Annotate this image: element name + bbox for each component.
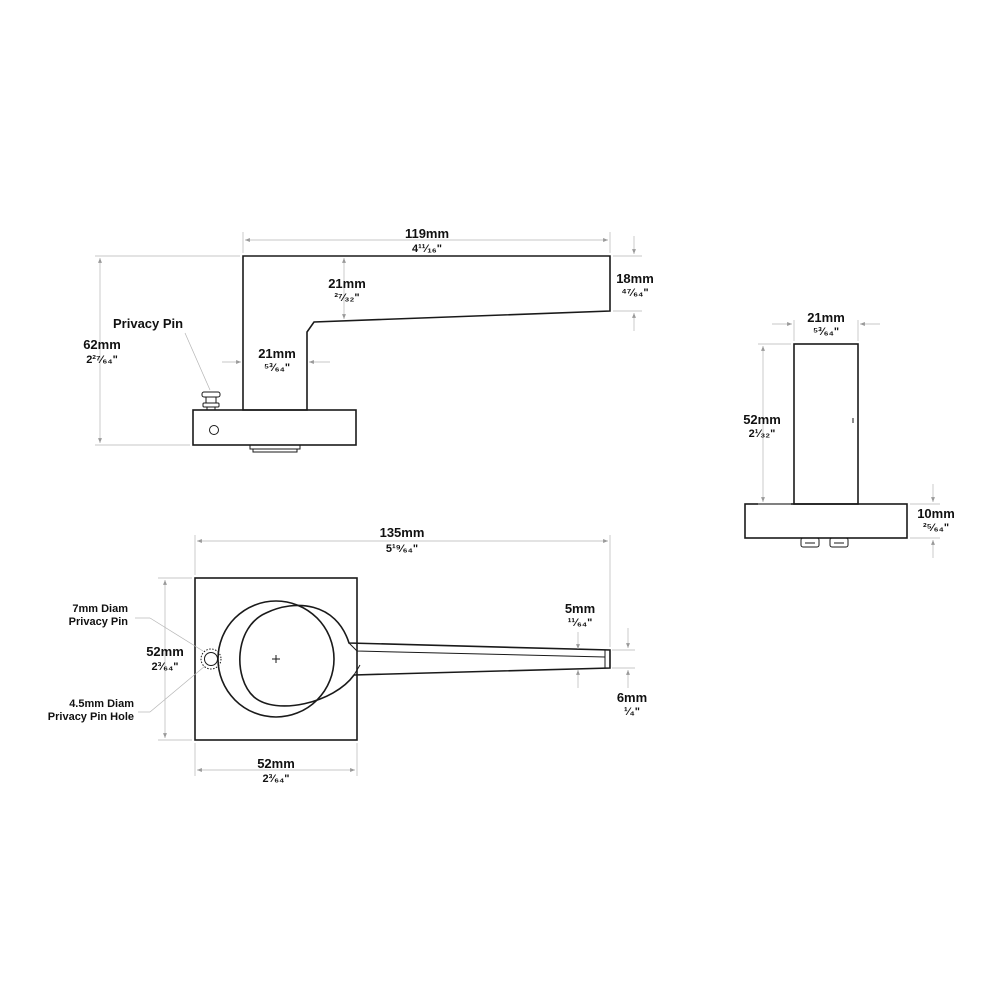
privacy-pin-top	[200, 648, 222, 670]
top-view	[135, 535, 635, 776]
dim-rose-width-inch: 2³⁄₆₄"	[262, 773, 289, 785]
lever-side-profile	[242, 255, 611, 411]
pin-hole-label-line1: 4.5mm Diam	[69, 698, 134, 710]
dim-end-width-inch: ⁵³⁄₆₄"	[813, 326, 839, 338]
spindle-end	[800, 537, 849, 548]
dim-side-height-inch: 2²⁷⁄₆₄"	[86, 354, 118, 366]
spindle-cross-icon	[272, 655, 280, 663]
side-view	[95, 232, 642, 453]
dim-tip-end-width-inch: ¹⁄₄"	[624, 706, 640, 718]
dim-end-height-mm: 52mm	[743, 412, 781, 427]
dim-neck-width-inch: ⁵³⁄₆₄"	[264, 362, 290, 374]
dim-tip-height-mm: 18mm	[616, 271, 654, 286]
privacy-pin-hole-side	[209, 425, 219, 435]
lever-end	[793, 343, 859, 505]
dim-lever-thickness-inch: ²⁷⁄₃₂"	[334, 292, 359, 304]
dim-side-length-inch: 4¹¹⁄₁₆"	[412, 243, 442, 255]
dim-top-length-inch: 5¹⁹⁄₆₄"	[386, 543, 418, 555]
dim-tip-width-inch: ¹¹⁄₆₄"	[568, 617, 593, 629]
dim-tip-end-width-mm: 6mm	[617, 690, 647, 705]
dim-side-length-mm: 119mm	[405, 226, 449, 241]
dim-top-length-mm: 135mm	[380, 525, 425, 540]
privacy-pin-label: Privacy Pin	[113, 316, 183, 331]
dim-rose-thickness-mm: 10mm	[917, 506, 955, 521]
dim-tip-width-mm: 5mm	[565, 601, 595, 616]
dim-rose-width-mm: 52mm	[257, 756, 295, 771]
dim-rose-height-inch: 2³⁄₆₄"	[151, 661, 178, 673]
privacy-pin-side	[201, 391, 221, 411]
spindle-base	[249, 444, 301, 453]
dim-end-height-inch: 2¹⁄₃₂"	[749, 428, 776, 440]
pin-diam-label-line1: 7mm Diam	[72, 603, 128, 615]
dim-side-height-mm: 62mm	[83, 337, 121, 352]
dim-lever-thickness-mm: 21mm	[328, 276, 366, 291]
pin-diam-label-line2: Privacy Pin	[69, 616, 129, 628]
dim-tip-height-inch: ⁴⁷⁄₆₄"	[621, 287, 648, 299]
lever-top-profile	[239, 604, 611, 707]
dim-neck-width-mm: 21mm	[258, 346, 296, 361]
rose-end	[744, 503, 908, 539]
pin-hole-label-line2: Privacy Pin Hole	[48, 711, 134, 723]
dim-rose-height-mm: 52mm	[146, 644, 184, 659]
dim-rose-thickness-inch: ²⁵⁄₆₄"	[923, 522, 949, 534]
end-view	[744, 320, 940, 558]
privacy-pin-leader	[184, 332, 211, 391]
dim-end-width-mm: 21mm	[807, 310, 845, 325]
rose-top	[194, 577, 358, 741]
lever-top-highlight	[348, 642, 606, 676]
